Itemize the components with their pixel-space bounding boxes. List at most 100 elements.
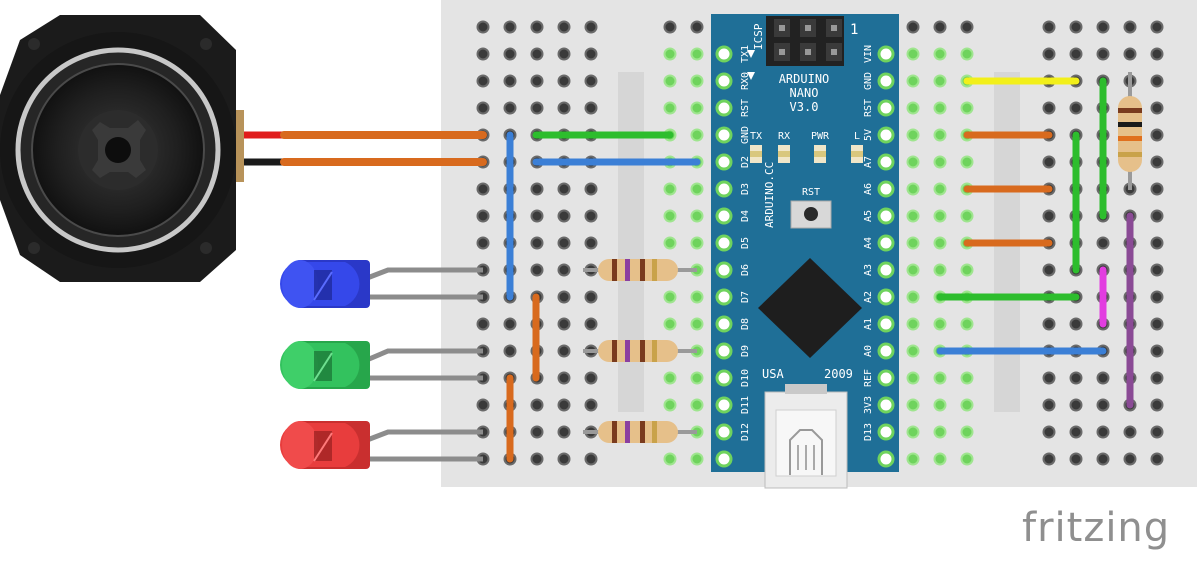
left-pin-label: D3 — [740, 183, 751, 195]
breadboard-hole — [933, 398, 947, 412]
breadboard-hole — [530, 20, 544, 34]
breadboard-hole — [690, 398, 704, 412]
breadboard-hole — [1150, 425, 1164, 439]
breadboard-hole — [530, 182, 544, 196]
breadboard-hole — [960, 371, 974, 385]
breadboard-hole — [1069, 425, 1083, 439]
breadboard-hole — [690, 317, 704, 331]
breadboard-hole — [690, 101, 704, 115]
tx-arrow-icon — [747, 50, 755, 58]
right-pin-label: A2 — [863, 291, 874, 303]
breadboard-hole — [906, 74, 920, 88]
breadboard-hole — [663, 101, 677, 115]
arduino-nano: ICSP 1 ARDUINO NANO V3.0 ARDUINO.CC TX R… — [711, 14, 899, 489]
breadboard-hole — [476, 47, 490, 61]
breadboard-hole — [906, 155, 920, 169]
header-pin — [877, 180, 895, 198]
breadboard-hole — [960, 20, 974, 34]
breadboard-hole — [960, 425, 974, 439]
breadboard-hole — [557, 74, 571, 88]
breadboard-hole — [1150, 128, 1164, 142]
breadboard-hole — [690, 74, 704, 88]
breadboard-hole — [1069, 371, 1083, 385]
icsp-pin-core — [805, 49, 811, 55]
breadboard-hole — [476, 182, 490, 196]
icsp-pin1-label: 1 — [850, 22, 858, 38]
breadboard-hole — [906, 263, 920, 277]
breadboard-hole — [1150, 236, 1164, 250]
breadboard-hole — [690, 371, 704, 385]
board-title-line3: V3.0 — [790, 100, 819, 114]
breadboard-hole — [1069, 398, 1083, 412]
led-label-pwr: PWR — [811, 131, 830, 142]
breadboard-hole — [530, 209, 544, 223]
header-pin — [877, 369, 895, 387]
resistor-4 — [1118, 72, 1142, 190]
header-pin — [715, 261, 733, 279]
breadboard-hole — [557, 101, 571, 115]
right-pin-label: 3V3 — [863, 396, 874, 414]
breadboard-hole — [906, 452, 920, 466]
breadboard-hole — [1150, 263, 1164, 277]
breadboard-hole — [906, 425, 920, 439]
breadboard-hole — [530, 425, 544, 439]
resistor-2 — [583, 340, 697, 362]
breadboard-hole — [584, 371, 598, 385]
left-pin-label: D11 — [740, 396, 751, 414]
breadboard-hole — [1069, 317, 1083, 331]
breadboard-hole — [584, 398, 598, 412]
board-url: ARDUINO.CC — [763, 162, 776, 228]
breadboard-hole — [906, 344, 920, 358]
led-label-rx: RX — [778, 131, 790, 142]
breadboard-hole — [906, 398, 920, 412]
breadboard-hole — [1150, 47, 1164, 61]
header-pin — [877, 72, 895, 90]
left-pin-label: RX0 — [740, 72, 751, 90]
resistor-1 — [583, 259, 697, 281]
header-pin — [877, 450, 895, 468]
breadboard-hole — [960, 317, 974, 331]
breadboard-hole — [557, 317, 571, 331]
breadboard-hole — [1042, 398, 1056, 412]
header-pin — [715, 207, 733, 225]
breadboard-hole — [557, 398, 571, 412]
breadboard-hole — [1150, 74, 1164, 88]
breadboard-hole — [1042, 263, 1056, 277]
icsp-pin-core — [779, 25, 785, 31]
breadboard-hole — [530, 74, 544, 88]
breadboard-hole — [1042, 20, 1056, 34]
breadboard-hole — [476, 398, 490, 412]
breadboard-hole — [1042, 371, 1056, 385]
breadboard-hole — [584, 317, 598, 331]
breadboard-hole — [557, 47, 571, 61]
left-pin-label: D5 — [740, 237, 751, 249]
breadboard-hole — [933, 209, 947, 223]
breadboard-hole — [503, 74, 517, 88]
right-pin-label: 5V — [863, 129, 874, 141]
breadboard-hole — [476, 101, 490, 115]
breadboard-hole — [933, 425, 947, 439]
header-pin — [877, 99, 895, 117]
header-pin — [715, 288, 733, 306]
breadboard-hole — [663, 20, 677, 34]
breadboard-hole — [1069, 101, 1083, 115]
right-pin-label: A3 — [863, 264, 874, 276]
breadboard-hole — [476, 20, 490, 34]
breadboard-hole — [933, 128, 947, 142]
breadboard-hole — [530, 452, 544, 466]
icsp-pin-core — [831, 25, 837, 31]
breadboard-hole — [933, 236, 947, 250]
header-pin — [877, 288, 895, 306]
fritzing-watermark: fritzing — [1022, 505, 1171, 551]
left-pin-label: D12 — [740, 423, 751, 441]
breadboard-hole — [557, 425, 571, 439]
breadboard-hole — [933, 74, 947, 88]
left-pin-label: D2 — [740, 156, 751, 168]
right-pin-label: A4 — [863, 237, 874, 249]
header-pin — [877, 315, 895, 333]
breadboard-hole — [690, 20, 704, 34]
header-pin — [877, 423, 895, 441]
breadboard-hole — [503, 20, 517, 34]
breadboard-hole — [1150, 371, 1164, 385]
resistor-3 — [583, 421, 697, 443]
